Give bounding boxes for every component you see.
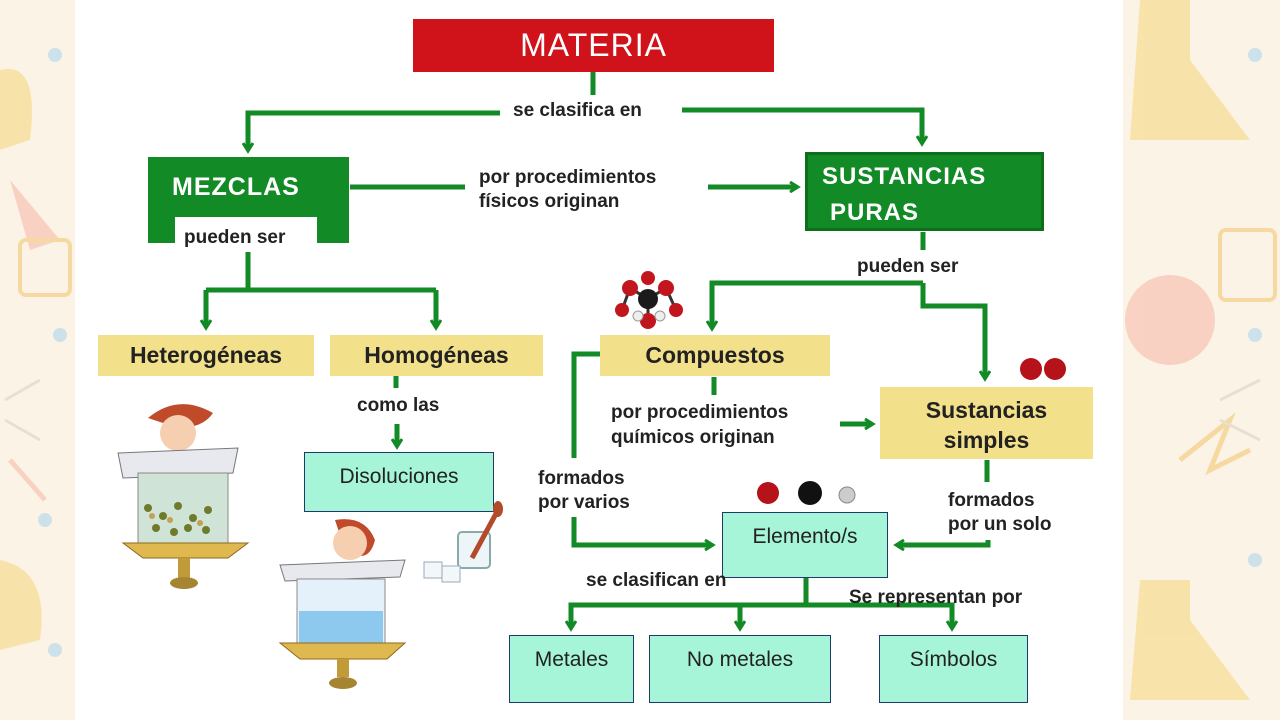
three-atoms-icon	[757, 481, 856, 505]
scientist-homogeneous-mixture	[278, 519, 407, 689]
homogeneas-node: Homogéneas	[330, 335, 543, 376]
left-decorative-pattern	[0, 0, 120, 720]
no-metales-node: No metales	[649, 635, 831, 703]
no-metales-label: No metales	[686, 648, 794, 671]
label-formados-varios-line2: por varios	[538, 492, 630, 513]
metales-label: Metales	[534, 648, 609, 671]
lab-pattern-right	[1125, 0, 1277, 700]
sustancias-simples-line1: Sustancias	[925, 397, 1048, 423]
lab-pattern-left	[0, 48, 72, 657]
line-to-sustancias	[682, 107, 922, 143]
glass-spoon-icon	[423, 501, 503, 583]
label-fisicos-line1: por procedimientos	[479, 167, 657, 188]
label-como-las: como las	[357, 395, 440, 416]
line-varios-elementos	[571, 517, 712, 545]
label-pueden-ser-sustancias: pueden ser	[857, 256, 959, 277]
line-to-compuestos	[712, 280, 923, 328]
homogeneas-label: Homogéneas	[364, 342, 509, 368]
label-fisicos-line2: físicos originan	[479, 191, 620, 212]
elementos-node: Elemento/s	[722, 512, 888, 578]
right-decorative-pattern	[1120, 0, 1280, 720]
label-se-representan-por: Se representan por	[849, 587, 1023, 608]
line-compuestos-varios	[571, 351, 600, 458]
simbolos-label: Símbolos	[909, 648, 998, 671]
molecule-icon	[615, 271, 683, 329]
label-se-clasifican-en: se clasifican en	[586, 570, 727, 591]
heterogeneas-node: Heterogéneas	[98, 335, 314, 376]
sustancias-puras-line2: PURAS	[830, 199, 920, 226]
line-to-heterogeneas	[206, 287, 436, 327]
line-to-simbolos	[806, 602, 952, 628]
label-quimicos-line1: por procedimientos	[611, 402, 789, 423]
sustancias-simples-line2: simples	[943, 427, 1030, 453]
line-solo-elementos	[897, 540, 991, 545]
elementos-label: Elemento/s	[752, 525, 858, 548]
line-to-metales	[571, 602, 806, 628]
simbolos-node: Símbolos	[879, 635, 1028, 703]
mezclas-label-notch	[175, 217, 317, 243]
label-quimicos-line2: químicos originan	[611, 427, 775, 448]
scientist-heterogeneous-mixture	[117, 404, 250, 589]
label-formados-solo-line2: por un solo	[948, 514, 1052, 535]
line-to-mezclas	[248, 110, 500, 150]
mezclas-label: MEZCLAS	[172, 173, 300, 201]
disoluciones-node: Disoluciones	[304, 452, 494, 512]
label-formados-solo-line1: formados	[948, 490, 1035, 511]
sustancias-simples-node: Sustancias simples	[880, 387, 1093, 459]
sustancias-puras-line1: SUSTANCIAS	[822, 163, 987, 190]
label-se-clasifica-en: se clasifica en	[513, 100, 642, 121]
compuestos-node: Compuestos	[600, 335, 830, 376]
compuestos-label: Compuestos	[645, 342, 785, 368]
materia-node: MATERIA	[413, 19, 774, 72]
sustancias-puras-node: SUSTANCIAS PURAS	[805, 152, 1044, 231]
label-pueden-ser-mezclas: pueden ser	[184, 227, 286, 248]
disoluciones-label: Disoluciones	[339, 465, 459, 488]
label-formados-varios-line1: formados	[538, 468, 625, 489]
heterogeneas-label: Heterogéneas	[129, 342, 283, 368]
two-atoms-icon	[1020, 358, 1066, 380]
materia-title: MATERIA	[520, 27, 667, 63]
metales-node: Metales	[509, 635, 634, 703]
line-to-simples	[920, 283, 985, 378]
